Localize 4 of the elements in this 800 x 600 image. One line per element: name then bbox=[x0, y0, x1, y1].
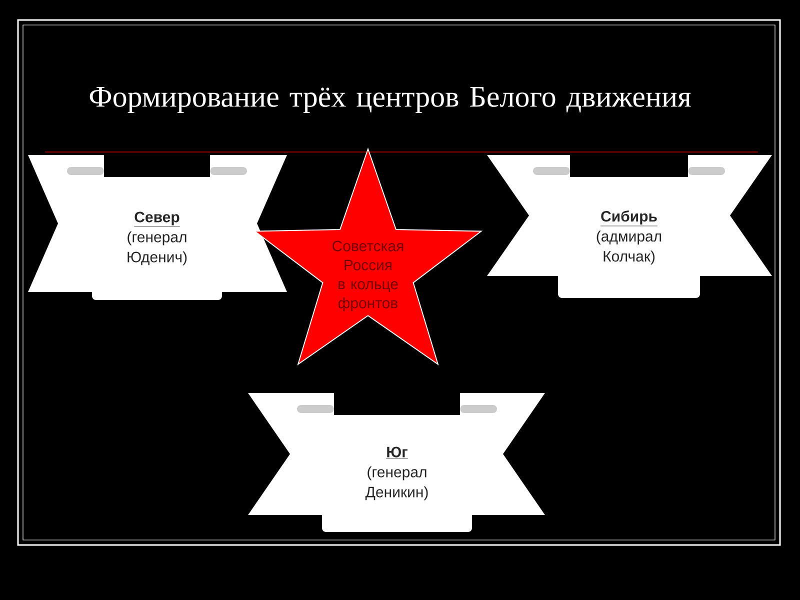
title: Формирование трёх центров Белого движения bbox=[90, 86, 691, 114]
banner: Север (генерал Юденич) bbox=[28, 154, 287, 300]
banner: Сибирь (адмирал Колчак) bbox=[487, 154, 772, 298]
banner: Юг (генерал Деникин) bbox=[248, 392, 545, 532]
